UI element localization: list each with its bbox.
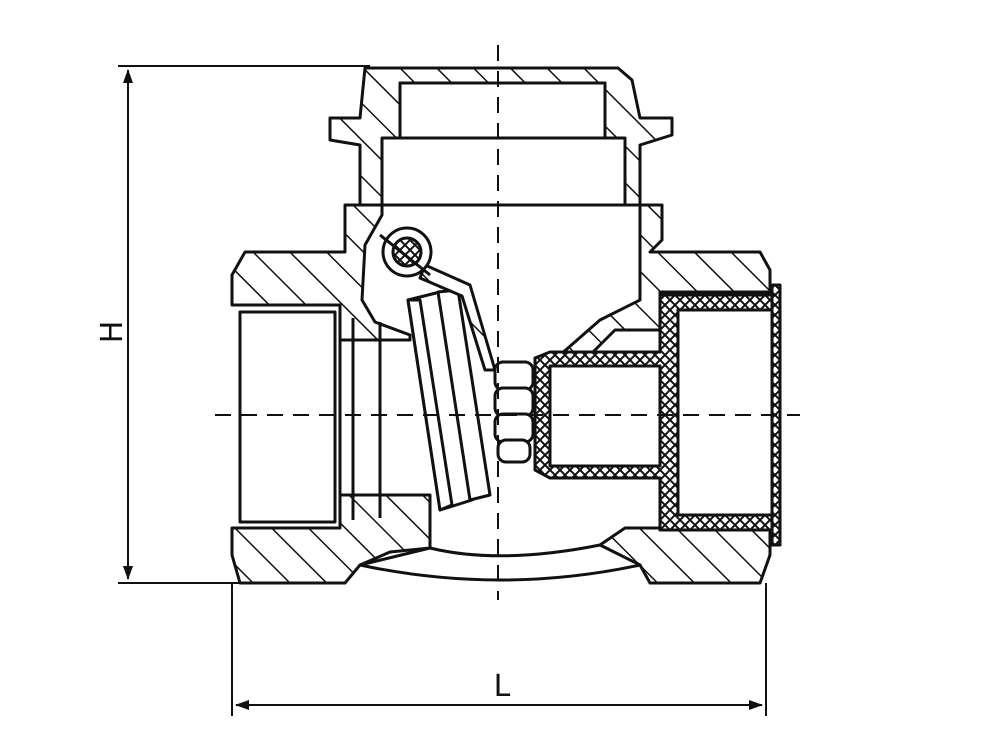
dimension-height — [118, 65, 370, 584]
dimension-length — [231, 583, 767, 716]
valve-cap — [328, 66, 674, 207]
length-label: L — [494, 669, 511, 704]
disc-nut — [493, 360, 535, 464]
height-label: H — [95, 321, 130, 344]
left-end-port — [238, 310, 382, 524]
swing-disc — [406, 263, 497, 512]
hinge-pin — [379, 226, 433, 278]
center-lines — [215, 45, 800, 600]
